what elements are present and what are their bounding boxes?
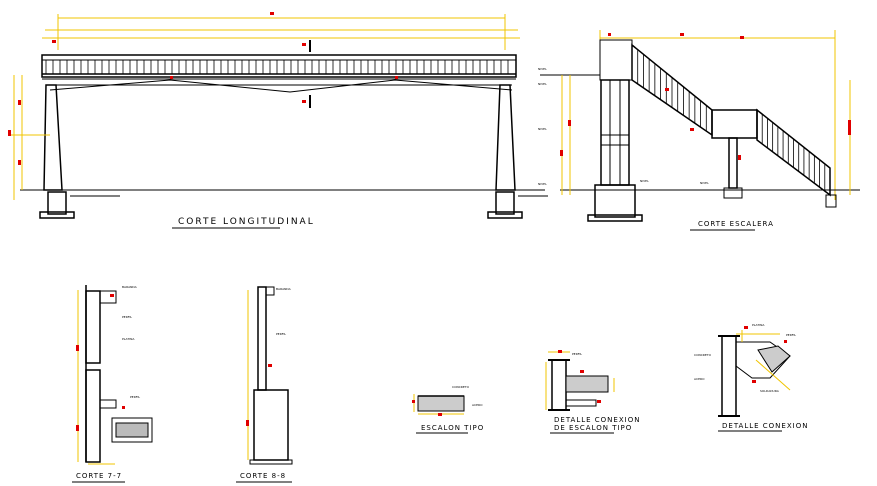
section-8-8: BARANDA PERFIL CORTE 8-8 — [236, 286, 293, 483]
title-escalon-tipo: ESCALON TIPO — [421, 424, 484, 432]
svg-text:PERFIL: PERFIL — [572, 352, 582, 356]
svg-text:CONCRETO: CONCRETO — [694, 353, 712, 357]
connection-detail: PLATINA PERFIL CONCRETO ACERO SOLDADURA … — [694, 323, 808, 432]
svg-text:PLATINA: PLATINA — [752, 323, 765, 327]
svg-text:PERFIL: PERFIL — [130, 395, 140, 399]
longitudinal-section: CORTE LONGITUDINAL — [8, 12, 548, 229]
step-connection-detail: PERFIL DETALLE CONEXION DE ESCALON TIPO — [545, 350, 640, 434]
svg-text:PERFIL: PERFIL — [122, 315, 132, 319]
svg-text:NIVEL: NIVEL — [640, 179, 649, 183]
typical-step: CONCRETO ACERO ESCALON TIPO — [412, 385, 484, 434]
svg-text:ACERO: ACERO — [694, 377, 705, 381]
svg-text:ACERO: ACERO — [472, 403, 483, 407]
stair-lower-balusters — [756, 110, 831, 195]
svg-text:PERFIL: PERFIL — [786, 333, 796, 337]
svg-text:PLATINA: PLATINA — [122, 337, 135, 341]
title-detalle-conexion-escalon-l2: DE ESCALON TIPO — [554, 424, 632, 432]
stair-section: NIVEL NIVEL NIVEL NIVEL NIVEL NIVEL CORT… — [538, 30, 860, 231]
svg-text:PERFIL: PERFIL — [276, 332, 286, 336]
title-corte-longitudinal: CORTE LONGITUDINAL — [178, 217, 315, 227]
svg-text:NIVEL: NIVEL — [538, 82, 547, 86]
svg-text:NIVEL: NIVEL — [538, 67, 547, 71]
svg-text:NIVEL: NIVEL — [538, 127, 547, 131]
svg-text:NIVEL: NIVEL — [700, 181, 709, 185]
title-corte-escalera: CORTE ESCALERA — [698, 220, 774, 228]
railing-balusters — [45, 60, 509, 74]
title-detalle-conexion: DETALLE CONEXION — [722, 422, 808, 430]
svg-text:SOLDADURA: SOLDADURA — [760, 389, 780, 393]
title-corte-8-8: CORTE 8-8 — [240, 472, 286, 480]
title-detalle-conexion-escalon-l1: DETALLE CONEXION — [554, 416, 640, 424]
svg-text:CONCRETO: CONCRETO — [452, 385, 470, 389]
svg-text:BARANDA: BARANDA — [276, 287, 292, 291]
stair-upper-balusters — [631, 45, 713, 135]
svg-text:BARANDA: BARANDA — [122, 285, 138, 289]
svg-text:NIVEL: NIVEL — [538, 182, 547, 186]
section-7-7: BARANDA PERFIL PLATINA PERFIL CORTE 7-7 — [72, 285, 153, 483]
title-corte-7-7: CORTE 7-7 — [76, 472, 122, 480]
